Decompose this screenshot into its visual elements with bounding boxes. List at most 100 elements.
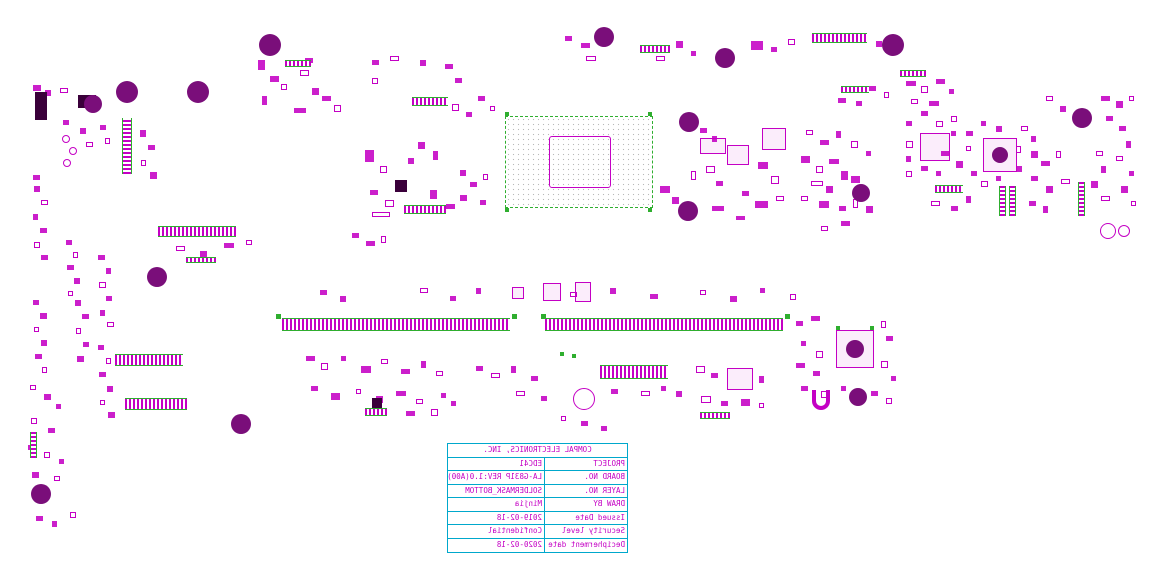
smd-component	[1031, 151, 1038, 158]
mounting-hole	[849, 388, 867, 406]
smd-component	[712, 206, 724, 211]
smd-component	[931, 201, 940, 206]
plated-hole	[63, 159, 71, 167]
smd-component	[611, 389, 618, 394]
smd-component	[372, 60, 379, 65]
smd-component	[561, 416, 566, 421]
smd-component	[790, 294, 796, 300]
title-value: SOLDERMASK_BOTTOM	[465, 485, 542, 495]
connector	[115, 354, 183, 366]
smd-component	[41, 340, 47, 346]
smd-component	[1060, 106, 1066, 112]
smd-component	[736, 216, 745, 220]
smd-component	[67, 265, 74, 270]
smd-component	[826, 186, 833, 193]
smd-component	[911, 99, 918, 104]
fiducial-mark	[276, 314, 281, 319]
smd-component	[921, 86, 928, 93]
smd-component	[33, 214, 38, 220]
smd-component	[821, 226, 828, 231]
smd-component	[516, 391, 525, 396]
smd-component	[68, 291, 73, 296]
smd-component	[421, 361, 426, 368]
connector	[158, 226, 236, 237]
connector	[404, 205, 446, 214]
title-label: LAYER NO.	[544, 484, 627, 497]
smd-component	[691, 171, 696, 180]
smd-component	[771, 176, 779, 184]
smd-component	[1119, 126, 1126, 131]
smd-component	[751, 41, 763, 50]
smd-component	[320, 290, 327, 295]
smd-component	[581, 43, 590, 48]
smd-component	[811, 316, 820, 321]
smd-component	[433, 151, 438, 160]
smd-component	[676, 391, 682, 397]
smd-component	[82, 314, 89, 319]
smd-component	[52, 521, 57, 527]
smd-component	[906, 121, 912, 126]
smd-component	[1101, 96, 1110, 101]
smd-component	[881, 321, 886, 328]
smd-component	[107, 322, 114, 327]
mounting-hole	[852, 184, 870, 202]
smd-component	[76, 328, 81, 334]
smd-component	[886, 398, 892, 404]
cpu-footprint	[505, 116, 653, 208]
smd-component	[921, 111, 928, 116]
fiducial-mark	[541, 314, 546, 319]
smd-component	[656, 56, 665, 61]
smd-component	[906, 141, 913, 148]
smd-component	[200, 251, 207, 258]
mounting-hole	[116, 81, 138, 103]
smd-component	[839, 206, 846, 211]
smd-component	[760, 288, 765, 293]
smd-component	[246, 240, 252, 245]
smd-component	[1046, 96, 1053, 101]
smd-component	[981, 121, 986, 126]
smd-component	[224, 243, 234, 248]
smd-component	[730, 296, 737, 302]
smd-component	[356, 389, 361, 394]
smd-component	[660, 186, 670, 193]
smd-component	[483, 174, 488, 180]
smd-component	[361, 366, 371, 373]
smd-component	[390, 56, 399, 61]
smd-component	[60, 88, 68, 93]
smd-component	[420, 60, 426, 66]
smd-component	[460, 195, 467, 201]
smd-component	[565, 36, 572, 41]
smd-component	[30, 385, 36, 390]
smd-component	[35, 354, 42, 359]
smd-component	[70, 512, 76, 518]
smd-component	[385, 200, 394, 207]
smd-component	[796, 363, 805, 368]
smd-component	[716, 181, 723, 186]
smd-component	[1056, 151, 1061, 158]
smd-component	[531, 376, 538, 381]
connector	[30, 432, 37, 458]
smd-component	[759, 403, 764, 408]
smd-component	[801, 386, 808, 391]
smd-component	[63, 120, 69, 125]
mounting-hole	[846, 340, 864, 358]
smd-component	[966, 196, 971, 203]
smd-component	[706, 166, 715, 173]
smd-component	[75, 300, 81, 306]
smd-component	[98, 345, 104, 350]
smd-component	[866, 206, 873, 213]
smd-component	[83, 342, 89, 347]
smd-component	[105, 138, 110, 144]
smd-component	[841, 221, 850, 226]
smd-component	[370, 190, 378, 195]
smd-component	[816, 166, 823, 173]
fiducial-mark	[648, 112, 652, 116]
smd-component	[150, 172, 157, 179]
smd-component	[41, 255, 48, 260]
smd-component	[108, 412, 115, 418]
smd-component	[73, 252, 78, 258]
plated-hole	[1100, 223, 1116, 239]
smd-component	[1126, 141, 1131, 148]
smd-component	[311, 386, 318, 391]
